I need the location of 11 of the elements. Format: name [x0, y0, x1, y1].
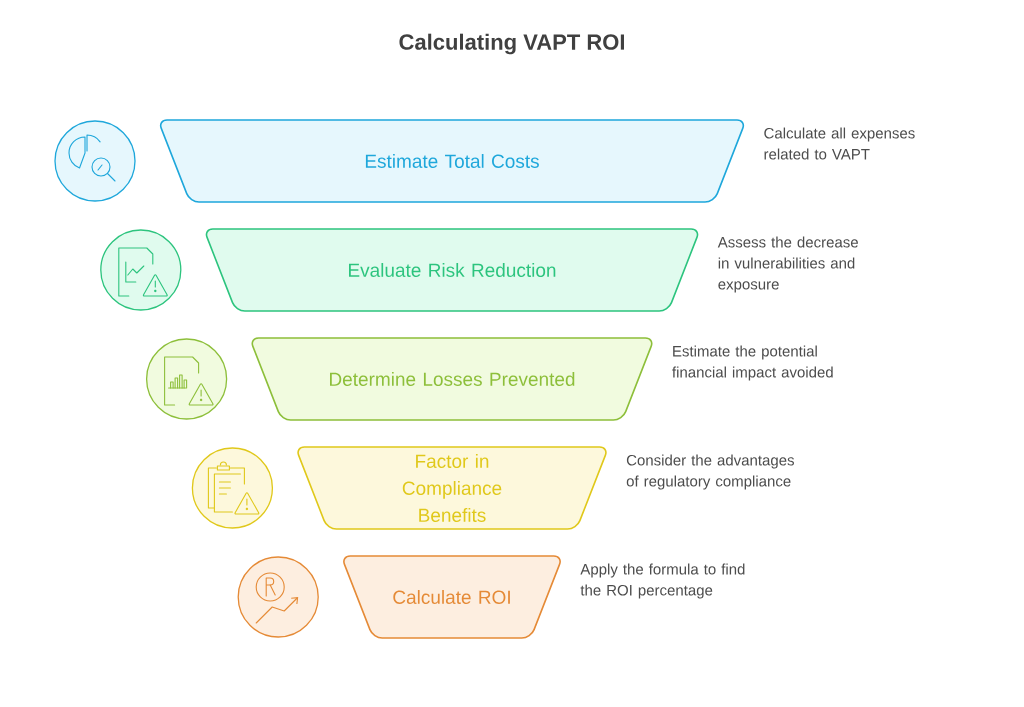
step-description: Apply the formula to find the ROI percentage: [580, 563, 745, 599]
funnel-step: Estimate Total Costs: [159, 119, 745, 203]
step-description: Assess the decrease in vulnerabilities and exposure: [717, 236, 858, 293]
funnel-step: Evaluate Risk Reduction: [205, 228, 699, 312]
funnel-step: Factor in Compliance Benefits: [297, 446, 607, 530]
step-description: Calculate all expenses related to VAPT: [764, 127, 915, 160]
title: Calculating VAPT ROI: [399, 33, 624, 55]
funnel-step: Calculate ROI: [343, 555, 561, 639]
funnel-step: Determine Losses Prevented: [251, 337, 653, 421]
step-description: Consider the advantages of regulatory compliance: [626, 454, 794, 490]
step-description: Estimate the potential financial impact avoided: [672, 345, 833, 381]
